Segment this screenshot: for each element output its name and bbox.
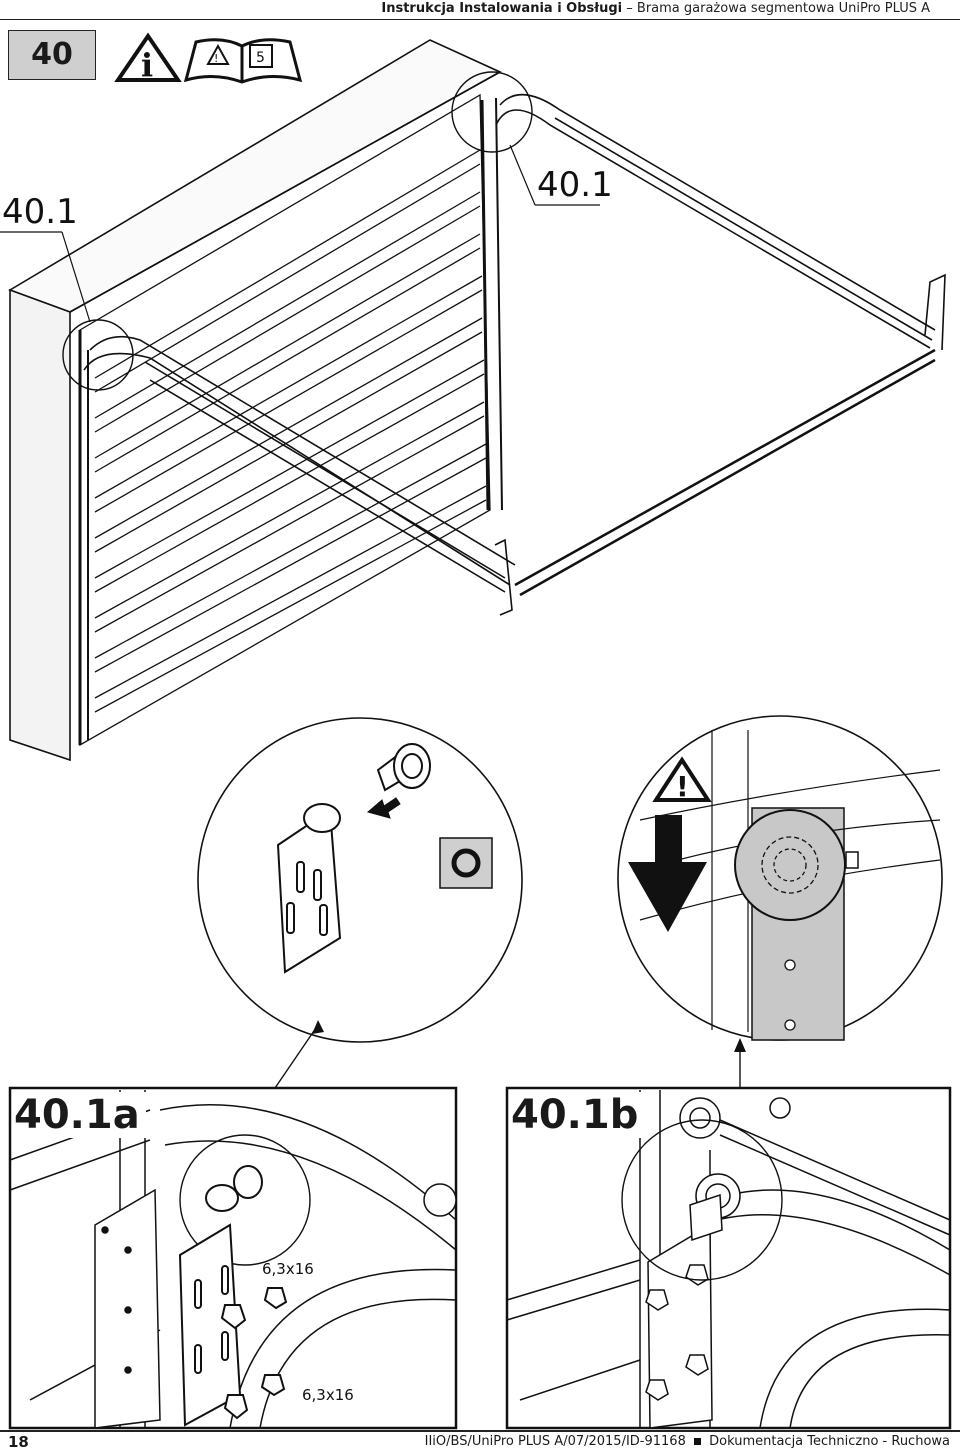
header-separator: – bbox=[626, 1, 633, 16]
square-bullet-icon bbox=[693, 1438, 701, 1445]
panel-label-a: 40.1a bbox=[12, 1092, 146, 1138]
info-warning-triangle-icon: i bbox=[114, 32, 182, 84]
svg-text:i: i bbox=[141, 46, 153, 84]
panel-label-b: 40.1b bbox=[509, 1092, 645, 1138]
screw-size-2: 6,3x16 bbox=[302, 1386, 354, 1404]
header-title-light: Brama garażowa segmentowa UniPro PLUS A bbox=[636, 1, 930, 16]
footer-doc-ref: IIiO/BS/UniPro PLUS A/07/2015/ID-91168 D… bbox=[425, 1434, 950, 1449]
panel-b bbox=[505, 1086, 952, 1430]
detail-circle-left bbox=[62, 319, 134, 391]
garage-wall bbox=[8, 39, 502, 762]
page-header: Instrukcja Instalowania i Obsługi – Bram… bbox=[0, 0, 960, 22]
screw-size-1: 6,3x16 bbox=[262, 1260, 314, 1278]
warning-mark: ! bbox=[676, 770, 689, 803]
horizontal-rails bbox=[83, 93, 946, 616]
detail-label-right: 40.1 bbox=[537, 165, 613, 205]
manual-ref: 5 bbox=[256, 50, 265, 66]
warning-triangle-icon bbox=[652, 756, 712, 802]
detail-label-left: 40.1 bbox=[2, 192, 78, 232]
detail-circle-right bbox=[451, 71, 533, 153]
header-rule bbox=[0, 19, 960, 20]
footer-rule bbox=[0, 1430, 960, 1432]
page-number: 18 bbox=[8, 1433, 29, 1451]
doc-reference: IIiO/BS/UniPro PLUS A/07/2015/ID-91168 bbox=[424, 1434, 686, 1449]
zoom-circle-b bbox=[617, 715, 943, 1041]
ring-o-icon bbox=[439, 837, 493, 889]
header-title-bold: Instrukcja Instalowania i Obsługi bbox=[381, 1, 623, 16]
manual-mark: ! bbox=[214, 52, 218, 65]
door-leaf bbox=[78, 93, 503, 747]
down-arrow-icon bbox=[628, 815, 707, 932]
step-number: 40 bbox=[8, 30, 96, 80]
doc-section: Dokumentacja Techniczno - Ruchowa bbox=[709, 1434, 950, 1449]
open-manual-icon bbox=[183, 38, 303, 84]
panel-a bbox=[8, 1086, 458, 1430]
zoom-circle-a bbox=[197, 717, 523, 1043]
